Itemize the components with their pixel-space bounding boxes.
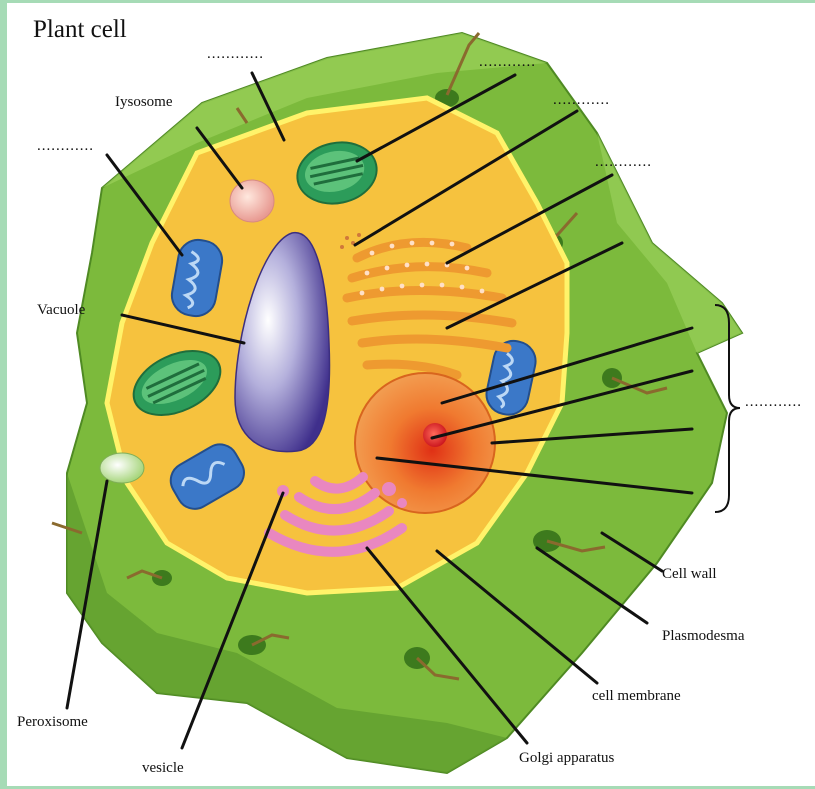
page-title: Plant cell	[33, 17, 127, 42]
label-vesicle: vesicle	[142, 761, 184, 776]
blank-label-endoplasmic-reticulum: ............	[595, 155, 652, 170]
label-lysosome: Iysosome	[115, 95, 173, 110]
peroxisome	[100, 453, 144, 483]
label-peroxisome: Peroxisome	[17, 715, 88, 730]
label-cell-wall: Cell wall	[662, 567, 717, 582]
blank-label-nucleus: ............	[745, 395, 802, 410]
lysosome	[230, 180, 274, 222]
label-golgi-apparatus: Golgi apparatus	[519, 751, 614, 766]
label-cell-membrane: cell membrane	[592, 689, 681, 704]
blank-label-mitochondrion: ............	[37, 139, 94, 154]
blank-label-ribosome: ............	[553, 93, 610, 108]
label-vacuole: Vacuole	[37, 303, 85, 318]
plant-cell-diagram	[7, 3, 815, 786]
label-plasmodesma: Plasmodesma	[662, 629, 745, 644]
blank-label-cytoplasm: ............	[207, 47, 264, 62]
blank-label-chloroplast: ............	[479, 55, 536, 70]
